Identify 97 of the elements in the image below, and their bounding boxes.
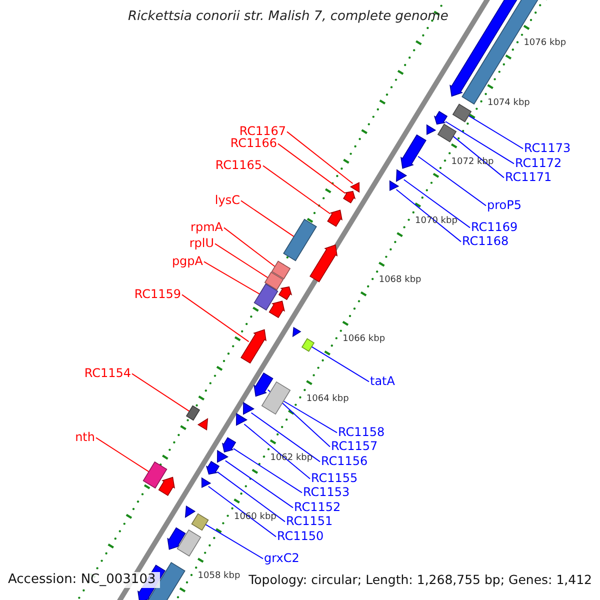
gene-label: RC1166 — [230, 136, 277, 150]
gene-label: RC1155 — [311, 471, 358, 485]
gene-segment — [389, 180, 399, 192]
gene-block — [191, 513, 209, 531]
gene-label: RC1151 — [286, 514, 333, 528]
scale-label: 1066 kbp — [342, 334, 386, 344]
leader-line — [468, 115, 524, 150]
leader-line — [286, 131, 354, 184]
leader-line — [216, 471, 286, 522]
scale-label: 1058 kbp — [198, 571, 240, 582]
gene-label: pgpA — [172, 254, 203, 268]
gene-block — [437, 124, 457, 142]
leader-line — [283, 400, 338, 434]
gene-label: rplU — [189, 236, 214, 250]
gene-block — [301, 338, 315, 352]
gene-segment — [167, 527, 186, 550]
leader-line — [96, 437, 150, 472]
gene-segment — [278, 286, 292, 300]
leader-line — [418, 156, 486, 206]
gene-label: RC1173 — [524, 141, 571, 155]
gene-label: RC1159 — [134, 287, 181, 301]
gene-block — [283, 218, 317, 262]
gene-segment — [254, 372, 274, 397]
leader-line — [311, 346, 370, 382]
gene-segment — [343, 190, 356, 204]
gene-label: RC1157 — [331, 439, 378, 453]
leader-line — [214, 243, 268, 278]
gene-segment — [426, 124, 436, 136]
gene-label: RC1171 — [505, 170, 552, 184]
leader-line — [396, 189, 462, 242]
leader-line — [132, 373, 190, 412]
gene-label: RC1153 — [303, 485, 350, 499]
gene-segment — [216, 450, 228, 463]
gene-block — [261, 381, 291, 415]
leader-line — [233, 448, 302, 494]
gene-label: RC1165 — [215, 158, 262, 172]
gene-segment — [222, 437, 236, 452]
gene-label: RC1154 — [84, 366, 131, 380]
gene-segment — [400, 134, 426, 169]
scale-label: 1068 kbp — [378, 275, 422, 286]
leader-line — [224, 460, 294, 508]
gene-label: RC1167 — [239, 124, 286, 138]
leader-line — [240, 200, 294, 238]
gene-segment — [242, 402, 254, 415]
gene-segment — [396, 169, 407, 182]
gene-label: RC1168 — [462, 234, 509, 248]
gene-block — [254, 283, 278, 311]
gene-label: RC1172 — [515, 156, 562, 170]
scale-label: 1070 kbp — [415, 216, 458, 226]
gene-label: rpmA — [190, 220, 223, 234]
leader-line — [204, 261, 260, 295]
gene-block — [264, 272, 284, 290]
leader-line — [205, 524, 264, 560]
gene-label: RC1152 — [294, 500, 341, 514]
leader-line — [244, 424, 310, 480]
gene-label: RC1158 — [338, 425, 385, 439]
gene-segment — [434, 110, 448, 125]
leader-line — [208, 486, 276, 538]
gene-block — [271, 260, 291, 280]
leader-line — [262, 165, 331, 214]
gene-segment — [236, 413, 248, 426]
gene-segment — [327, 210, 343, 227]
leader-line — [224, 227, 276, 267]
gene-block — [142, 461, 168, 489]
leader-line — [278, 143, 346, 194]
leader-line — [445, 121, 514, 164]
gene-segment — [198, 418, 208, 430]
gene-label: tatA — [370, 374, 395, 388]
gene-segment — [268, 300, 285, 318]
gene-label: nth — [75, 430, 95, 444]
title: Rickettsia conorii str. Malish 7, complete genome — [128, 10, 448, 24]
gene-label: grxC2 — [264, 551, 300, 565]
gene-segment — [310, 244, 338, 282]
gene-label: RC1150 — [277, 529, 324, 543]
scale-label: 1064 kbp — [306, 394, 349, 404]
gene-segment — [206, 460, 220, 475]
gene-label: RC1156 — [321, 454, 368, 468]
gene-label: RC1169 — [471, 220, 518, 234]
scale-label: 1074 kbp — [487, 98, 530, 108]
leader-line — [452, 136, 504, 178]
gene-segment — [201, 478, 211, 488]
genome-info-text: Topology: circular; Length: 1,268,755 bp; Genes: 1,412 — [246, 573, 594, 587]
gene-block — [176, 529, 202, 557]
gene-segment — [450, 0, 520, 97]
leader-line — [182, 294, 250, 342]
gene-segment — [240, 329, 266, 364]
gene-block — [186, 405, 200, 421]
gene-segment — [184, 506, 196, 518]
scale-label: 1076 kbp — [524, 38, 566, 48]
gene-segment — [350, 182, 360, 192]
leader-line — [250, 412, 320, 462]
leader-line — [403, 179, 470, 228]
gene-segment — [292, 327, 301, 338]
gene-block — [452, 104, 472, 122]
gene-segment — [158, 476, 175, 496]
gene-label: lysC — [214, 193, 240, 207]
gene-label: proP5 — [487, 198, 522, 212]
